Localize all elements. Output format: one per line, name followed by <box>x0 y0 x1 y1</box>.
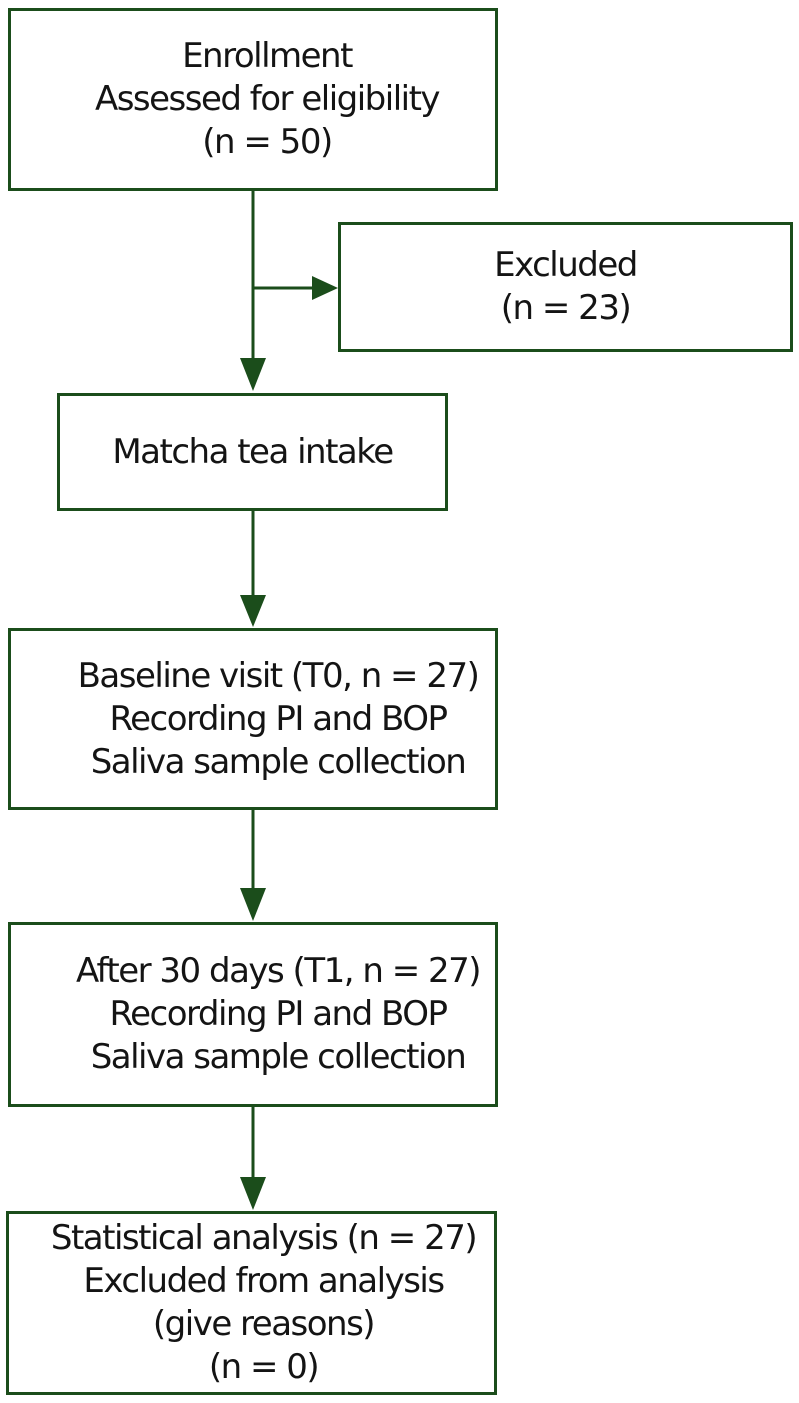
arrowhead-right-icon <box>312 276 338 300</box>
box-text-line: Excluded <box>494 245 638 285</box>
box-text-line: (n = 23) <box>500 288 632 328</box>
box-text-line: Excluded from analysis <box>83 1261 445 1301</box>
connector-enrollment-to-matcha <box>240 191 266 391</box>
connector-after30-to-statistical <box>240 1107 266 1210</box>
box-text-line: Recording PI and BOP <box>109 994 448 1034</box>
connector-baseline-to-after30 <box>240 810 266 921</box>
flow-box-after-30-days: After 30 days (T1, n = 27) Recording PI … <box>8 922 498 1107</box>
connector-enrollment-to-excluded <box>253 276 338 300</box>
box-text-line: (n = 50) <box>202 122 333 162</box>
connector-matcha-to-baseline <box>240 511 266 627</box>
box-text-line: Saliva sample collection <box>90 1037 467 1077</box>
box-text-line: After 30 days (T1, n = 27) <box>75 951 482 991</box>
box-text-line: Statistical analysis (n = 27) <box>50 1218 478 1258</box>
arrowhead-down-icon <box>240 595 266 627</box>
flow-box-statistical-analysis: Statistical analysis (n = 27) Excluded f… <box>6 1211 497 1395</box>
box-text-line: Enrollment <box>182 36 353 76</box>
arrowhead-down-icon <box>240 1177 266 1210</box>
arrowhead-down-icon <box>240 358 266 391</box>
box-text-line: Recording PI and BOP <box>109 698 448 739</box>
flow-box-enrollment: Enrollment Assessed for eligibility (n =… <box>8 8 498 191</box>
box-text-line: Matcha tea intake <box>112 431 394 472</box>
box-text-line: Baseline visit (T0, n = 27) <box>77 655 480 696</box>
box-text-line: Saliva sample collection <box>90 741 467 782</box>
box-text-line: (n = 0) <box>208 1347 320 1387</box>
box-text-line: Assessed for eligibility <box>94 79 441 119</box>
flow-box-excluded: Excluded (n = 23) <box>338 222 793 352</box>
flow-box-baseline-visit: Baseline visit (T0, n = 27) Recording PI… <box>8 628 498 810</box>
flow-box-matcha-intake: Matcha tea intake <box>57 393 448 511</box>
box-text-line: (give reasons) <box>152 1304 376 1344</box>
arrowhead-down-icon <box>240 888 266 921</box>
